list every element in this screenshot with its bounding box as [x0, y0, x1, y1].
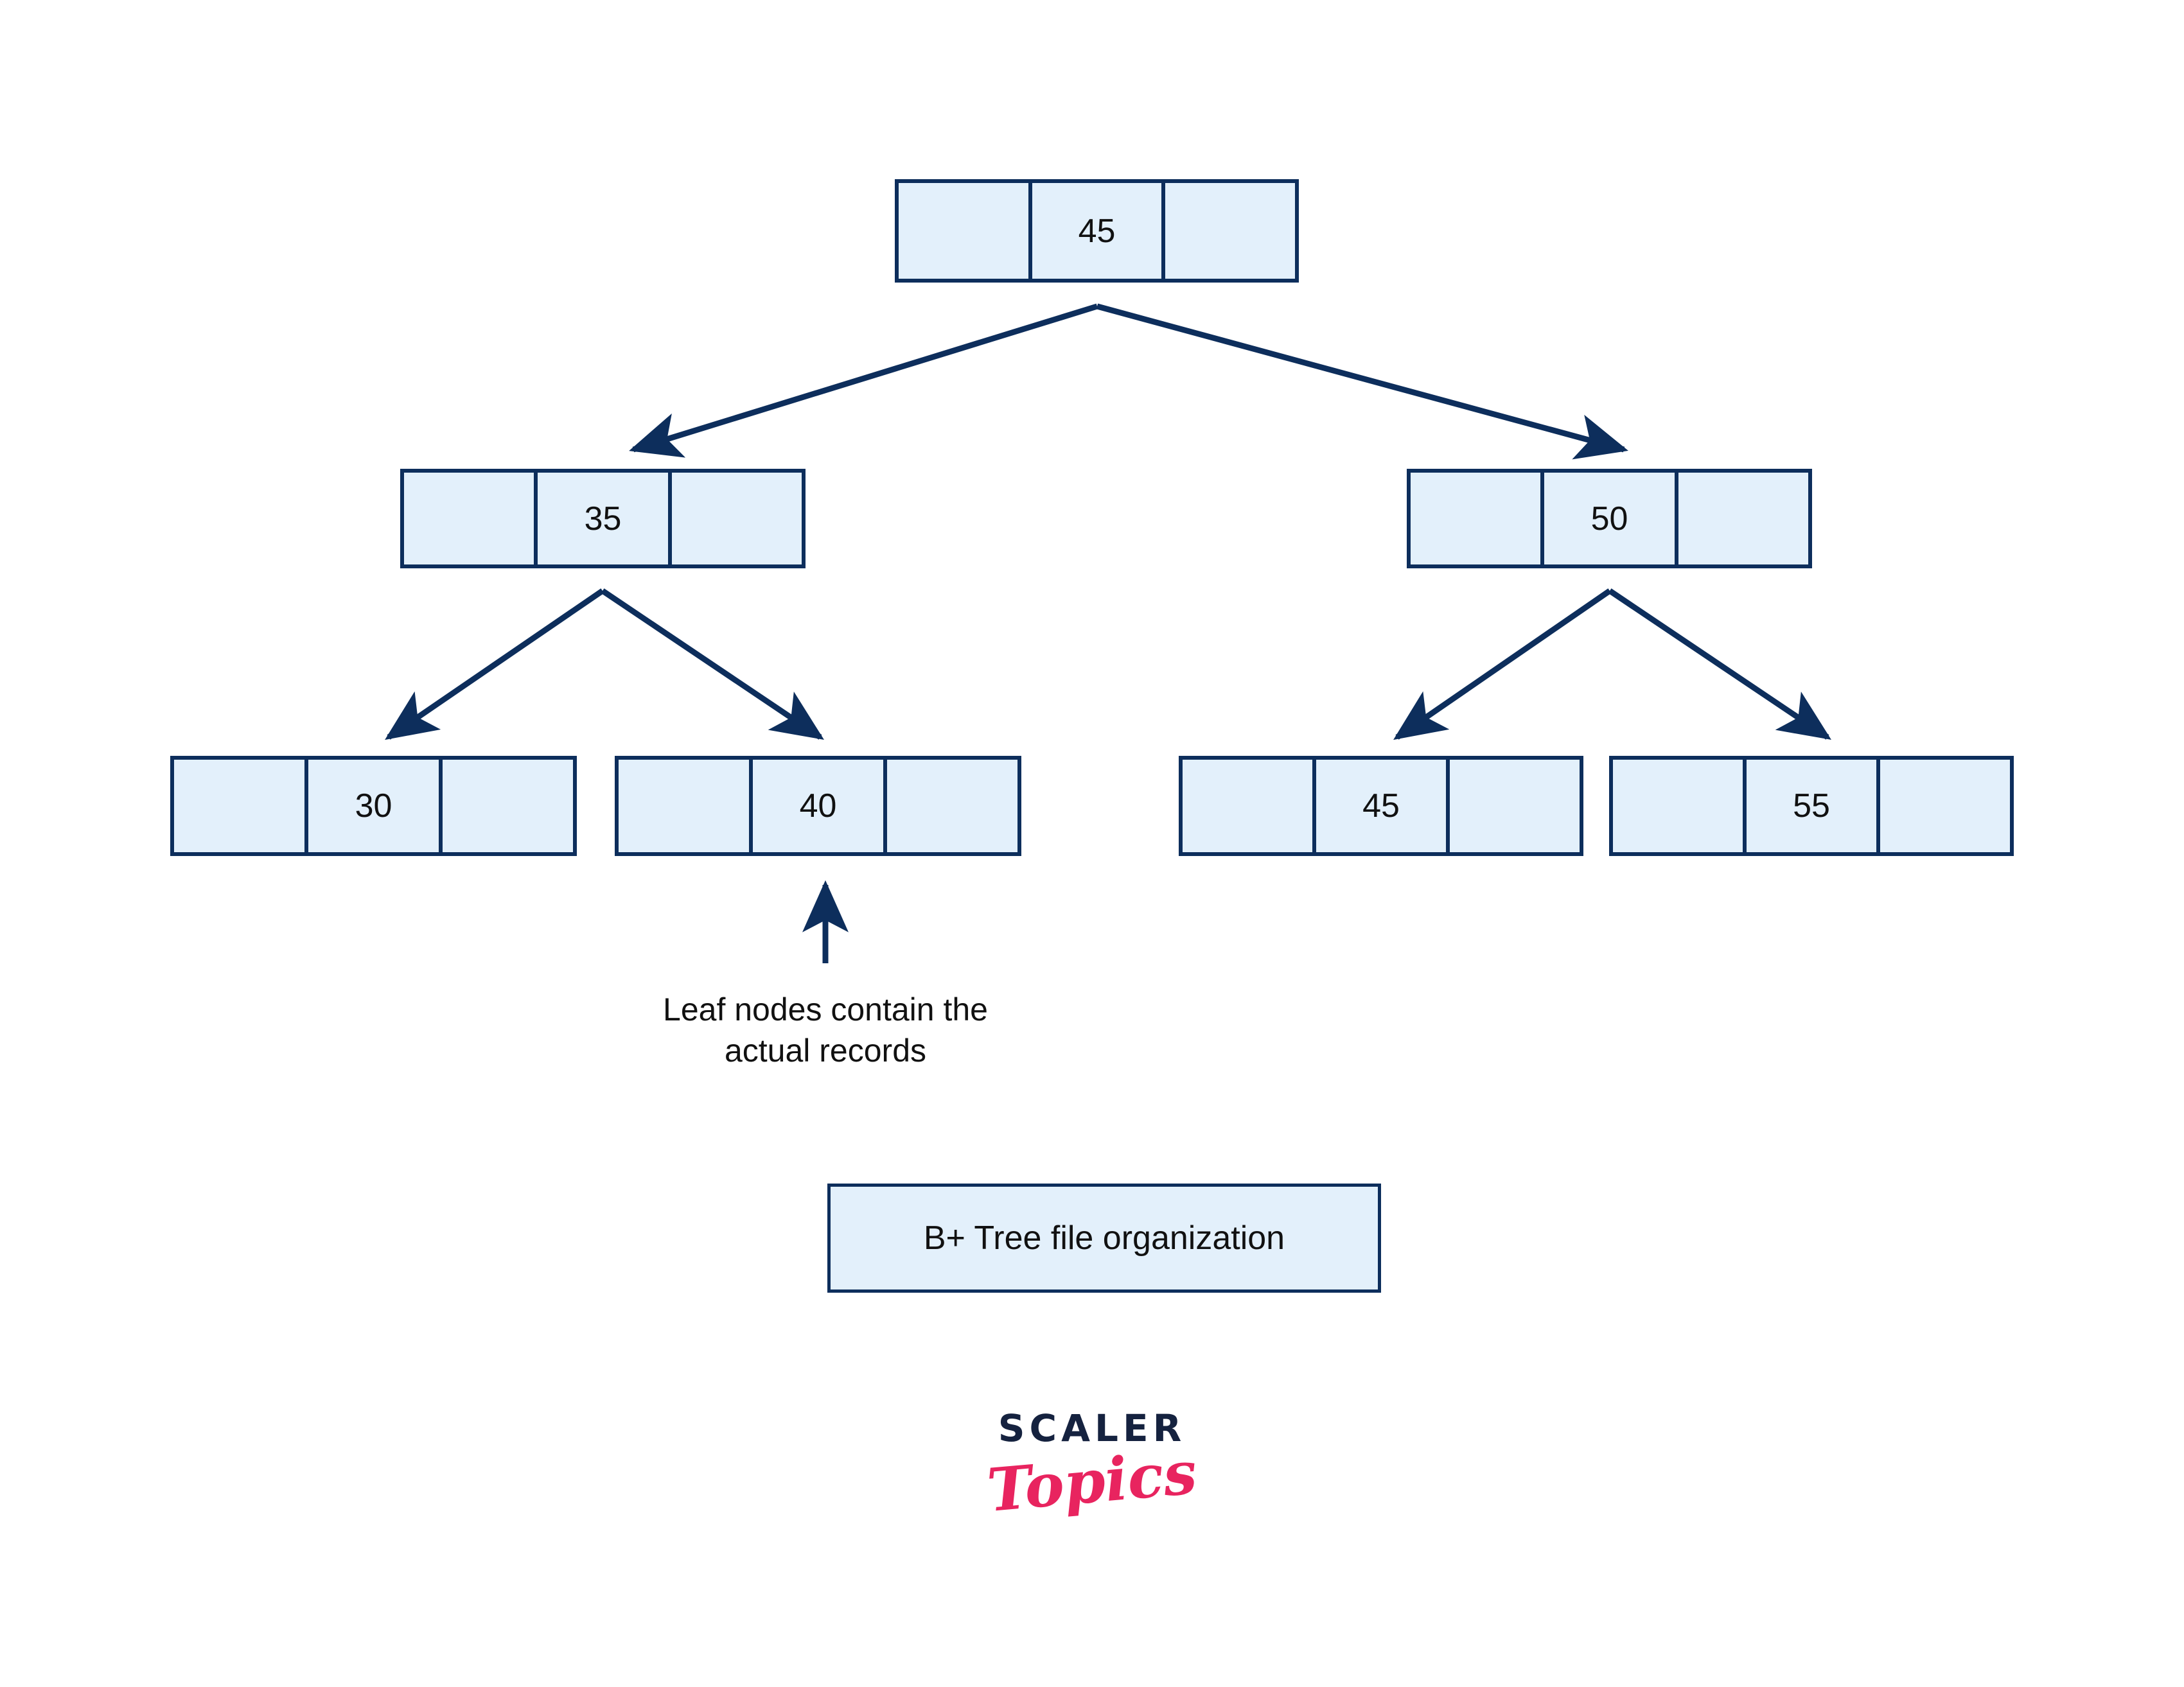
node-cell-key: 45: [1028, 183, 1162, 279]
node-cell-key: 50: [1540, 473, 1674, 564]
tree-node-internal-50[interactable]: 50: [1407, 469, 1812, 568]
node-cell-pointer-right: [1876, 760, 2010, 852]
tree-node-leaf-30[interactable]: 30: [170, 756, 577, 856]
scaler-topics-logo: SCALER Topics: [925, 1406, 1259, 1525]
edge-internal35-to-leaf30: [385, 588, 604, 740]
edge-internal50-to-leaf55: [1608, 588, 1831, 740]
node-cell-pointer-left: [1613, 760, 1743, 852]
tree-node-leaf-45[interactable]: 45: [1179, 756, 1583, 856]
node-cell-pointer-left: [404, 473, 534, 564]
node-cell-pointer-left: [1183, 760, 1312, 852]
edge-internal35-to-leaf40: [601, 588, 824, 740]
node-cell-pointer-left: [899, 183, 1028, 279]
node-cell-key: 30: [304, 760, 439, 852]
node-cell-pointer-right: [1446, 760, 1580, 852]
node-cell-pointer-right: [439, 760, 573, 852]
node-cell-key: 55: [1743, 760, 1876, 852]
edge-root45-to-internal50: [1096, 303, 1628, 460]
node-cell-pointer-left: [1411, 473, 1540, 564]
logo-scaler-wordmark: SCALER: [998, 1406, 1186, 1450]
diagram-title-label: B+ Tree file organization: [923, 1219, 1285, 1257]
tree-node-leaf-40[interactable]: 40: [615, 756, 1021, 856]
tree-node-leaf-55[interactable]: 55: [1609, 756, 2014, 856]
node-cell-pointer-right: [1674, 473, 1808, 564]
node-cell-key: 35: [534, 473, 667, 564]
tree-node-internal-35[interactable]: 35: [400, 469, 806, 568]
tree-node-root-45[interactable]: 45: [895, 179, 1299, 283]
node-cell-pointer-left: [619, 760, 749, 852]
node-cell-key: 40: [749, 760, 883, 852]
edge-root45-to-internal35: [629, 303, 1098, 458]
leaf-nodes-annotation: Leaf nodes contain the actual records: [663, 992, 988, 1069]
node-cell-pointer-right: [883, 760, 1017, 852]
node-cell-pointer-right: [667, 473, 802, 564]
edge-internal50-to-leaf45: [1393, 588, 1612, 740]
node-cell-pointer-right: [1161, 183, 1295, 279]
node-cell-pointer-left: [174, 760, 304, 852]
diagram-title-box: B+ Tree file organization: [827, 1184, 1381, 1293]
node-cell-key: 45: [1312, 760, 1446, 852]
